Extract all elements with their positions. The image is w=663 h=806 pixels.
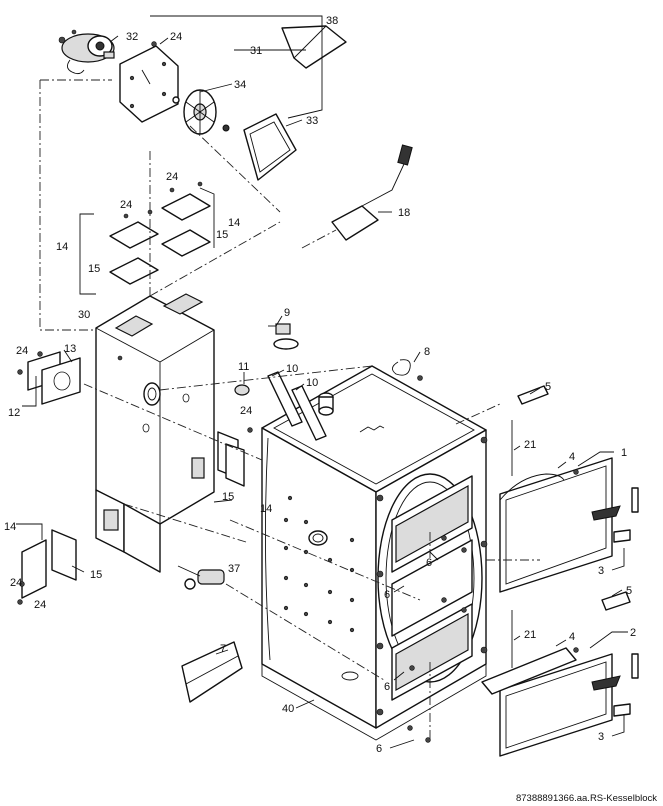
callout-14-d: 14 xyxy=(4,521,16,533)
clip-part-11 xyxy=(234,384,250,396)
callout-6-d: 6 xyxy=(376,743,382,755)
callout-6-c: 6 xyxy=(384,681,390,693)
callout-15-c: 15 xyxy=(222,491,234,503)
callout-30: 30 xyxy=(78,309,90,321)
callout-24-d: 24 xyxy=(16,345,28,357)
side-plates-15 xyxy=(217,431,245,487)
callout-8: 8 xyxy=(424,346,430,358)
sensor-part-9 xyxy=(268,323,299,350)
callout-5-lower: 5 xyxy=(626,585,632,597)
callout-15-a: 15 xyxy=(216,229,228,241)
leader-lines xyxy=(16,15,628,749)
upper-door-part-1 xyxy=(499,457,639,593)
blower-assembly-part-31 xyxy=(119,45,179,123)
callout-12: 12 xyxy=(8,407,20,419)
cabinet-part-30 xyxy=(95,293,215,573)
lower-door-part-2 xyxy=(481,647,639,757)
fitting-part-10 xyxy=(267,371,327,441)
callout-9: 9 xyxy=(284,307,290,319)
callout-38: 38 xyxy=(326,15,338,27)
callout-4-lower: 4 xyxy=(569,631,575,643)
baffle-plate-part-7 xyxy=(181,641,243,703)
callout-24-c: 24 xyxy=(120,199,132,211)
flue-adapter-part-38 xyxy=(281,25,347,69)
callout-18: 18 xyxy=(398,207,410,219)
callout-31: 31 xyxy=(250,45,262,57)
callout-14-c: 14 xyxy=(260,503,272,515)
callout-21-lower: 21 xyxy=(524,629,536,641)
access-cover-plates-14-15 xyxy=(109,181,211,285)
impeller-part-34 xyxy=(172,89,230,135)
callout-6-b: 6 xyxy=(384,589,390,601)
callout-24-f: 24 xyxy=(10,577,22,589)
gasket-part-33 xyxy=(243,113,297,181)
control-handle-part-18 xyxy=(301,144,413,249)
callout-32: 32 xyxy=(126,31,138,43)
callout-14-a: 14 xyxy=(228,217,240,229)
callout-10-b: 10 xyxy=(306,377,318,389)
callout-1: 1 xyxy=(621,447,627,459)
callout-34: 34 xyxy=(234,79,246,91)
motor-part-32 xyxy=(58,29,115,75)
document-reference: 87388891366.aa.RS-Kesselblock xyxy=(515,793,657,804)
front-bolt-holes xyxy=(283,495,355,633)
callout-24-g: 24 xyxy=(34,599,46,611)
assembly-lines xyxy=(39,79,540,740)
callout-15-b: 15 xyxy=(88,263,100,275)
callout-4-upper: 4 xyxy=(569,451,575,463)
callout-15-d: 15 xyxy=(90,569,102,581)
callout-24-b: 24 xyxy=(166,171,178,183)
callout-10-a: 10 xyxy=(286,363,298,375)
callout-37: 37 xyxy=(228,563,240,575)
fitting-part-37 xyxy=(184,569,225,590)
boiler-body-part-40 xyxy=(261,365,488,741)
callout-3-upper: 3 xyxy=(598,565,604,577)
hinge-brackets-5 xyxy=(517,385,631,611)
callout-33: 33 xyxy=(306,115,318,127)
callout-21-upper: 21 xyxy=(524,439,536,451)
lower-cover-plates-14-15 xyxy=(21,529,77,599)
sensor-cable-part-8 xyxy=(392,359,423,381)
callout-3-lower: 3 xyxy=(598,731,604,743)
bolts-and-screws xyxy=(17,41,579,743)
callout-40: 40 xyxy=(282,703,294,715)
callout-24-e: 24 xyxy=(240,405,252,417)
callout-13: 13 xyxy=(64,343,76,355)
callout-7: 7 xyxy=(220,643,226,655)
callout-2: 2 xyxy=(630,627,636,639)
callout-14-b: 14 xyxy=(56,241,68,253)
callout-5-upper: 5 xyxy=(545,381,551,393)
callout-6-a: 6 xyxy=(426,557,432,569)
callout-labels: 1 2 3 3 4 4 5 5 6 6 6 6 7 8 9 10 10 11 1… xyxy=(4,15,636,755)
callout-24-a: 24 xyxy=(170,31,182,43)
callout-11: 11 xyxy=(238,361,249,373)
